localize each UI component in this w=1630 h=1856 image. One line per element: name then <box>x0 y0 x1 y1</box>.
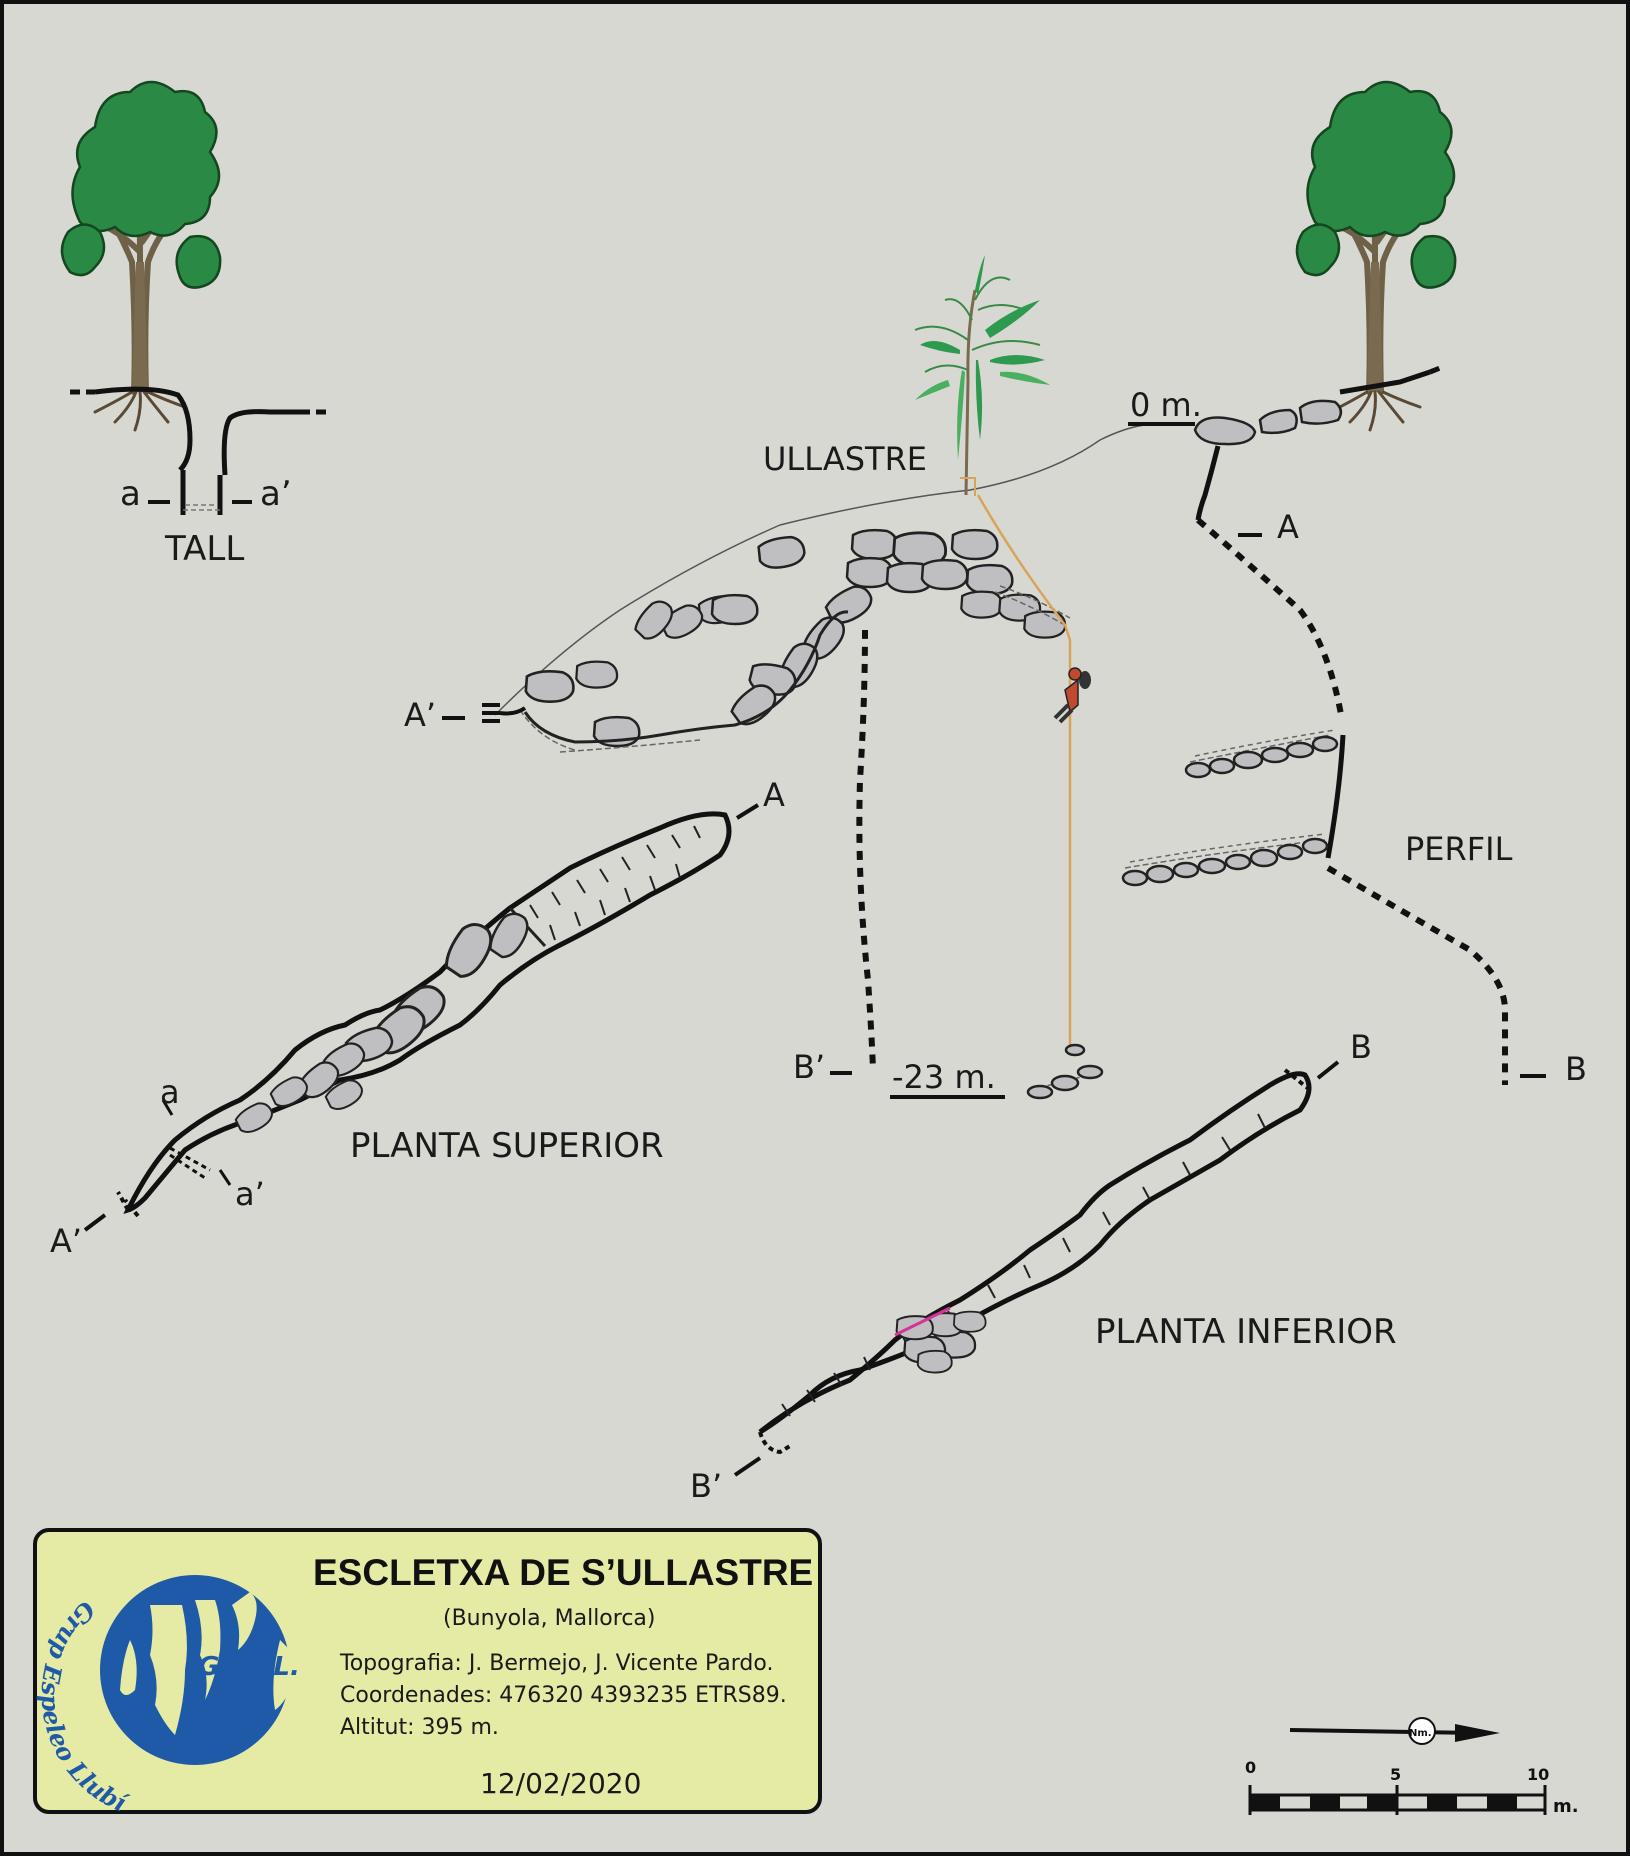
north-arrow: Nm. <box>1289 1717 1500 1745</box>
superior-label-a-prime: a’ <box>235 1175 265 1213</box>
tall-cross-section: a a’ TALL <box>62 82 330 569</box>
caver-figure-icon <box>1053 667 1091 724</box>
superior-label-a: a <box>160 1073 180 1111</box>
survey-date: 12/02/2020 <box>480 1767 641 1800</box>
lower-ledge-rocks <box>1121 833 1329 887</box>
scale-bar: 0 5 10 m. <box>1245 1758 1579 1817</box>
perfil-label-a: A <box>1277 508 1299 546</box>
scale-tick-10: 10 <box>1527 1765 1549 1784</box>
tall-title: TALL <box>164 529 244 569</box>
depth-bottom-label: -23 m. <box>892 1058 996 1096</box>
rope <box>976 494 1072 1052</box>
depth-zero-label: 0 m. <box>1130 386 1202 424</box>
inferior-label-b: B <box>1350 1028 1372 1066</box>
tall-label-a: a <box>120 474 141 514</box>
info-box: G.E.LL. Grup Espeleo Llubí ESCLETXA DE S… <box>33 1528 822 1819</box>
scale-unit: m. <box>1553 1796 1579 1817</box>
tall-label-a-prime: a’ <box>260 474 292 514</box>
perfil-label-b: B <box>1565 1050 1587 1088</box>
perfil-title: PERFIL <box>1405 830 1513 868</box>
planta-inferior-title: PLANTA INFERIOR <box>1095 1312 1397 1352</box>
bottom-rocks <box>1026 1043 1104 1100</box>
planta-inferior-plan: B’ B PLANTA INFERIOR <box>690 1028 1397 1505</box>
survey-coordinates: Coordenades: 476320 4393235 ETRS89. <box>340 1683 787 1708</box>
perfil-label-a-prime: A’ <box>404 696 436 734</box>
scale-tick-5: 5 <box>1390 1765 1401 1784</box>
ullastre-label: ULLASTRE <box>763 440 927 478</box>
logo-acronym: G.E.LL. <box>198 1652 300 1682</box>
cave-location: (Bunyola, Mallorca) <box>443 1606 656 1631</box>
olive-tree-icon <box>914 255 1050 496</box>
planta-superior-title: PLANTA SUPERIOR <box>350 1126 664 1166</box>
perfil-label-b-prime: B’ <box>793 1048 825 1086</box>
inferior-label-b-prime: B’ <box>690 1467 722 1505</box>
planta-superior-plan: a a’ A’ A PLANTA SUPERIOR <box>50 776 785 1260</box>
superior-label-a-end: A <box>763 776 785 814</box>
cave-title: ESCLETXA DE S’ULLASTRE <box>313 1552 813 1593</box>
survey-credits: Topografia: J. Bermejo, J. Vicente Pardo… <box>339 1651 773 1676</box>
upper-ledge-rocks <box>1184 729 1339 779</box>
perfil-profile-section: ULLASTRE 0 m. A B <box>404 82 1587 1100</box>
survey-altitude: Altitut: 395 m. <box>340 1715 499 1740</box>
north-arrow-label: Nm. <box>1409 1728 1432 1739</box>
superior-label-a-prime-end: A’ <box>50 1222 82 1260</box>
scale-tick-0: 0 <box>1245 1758 1256 1777</box>
